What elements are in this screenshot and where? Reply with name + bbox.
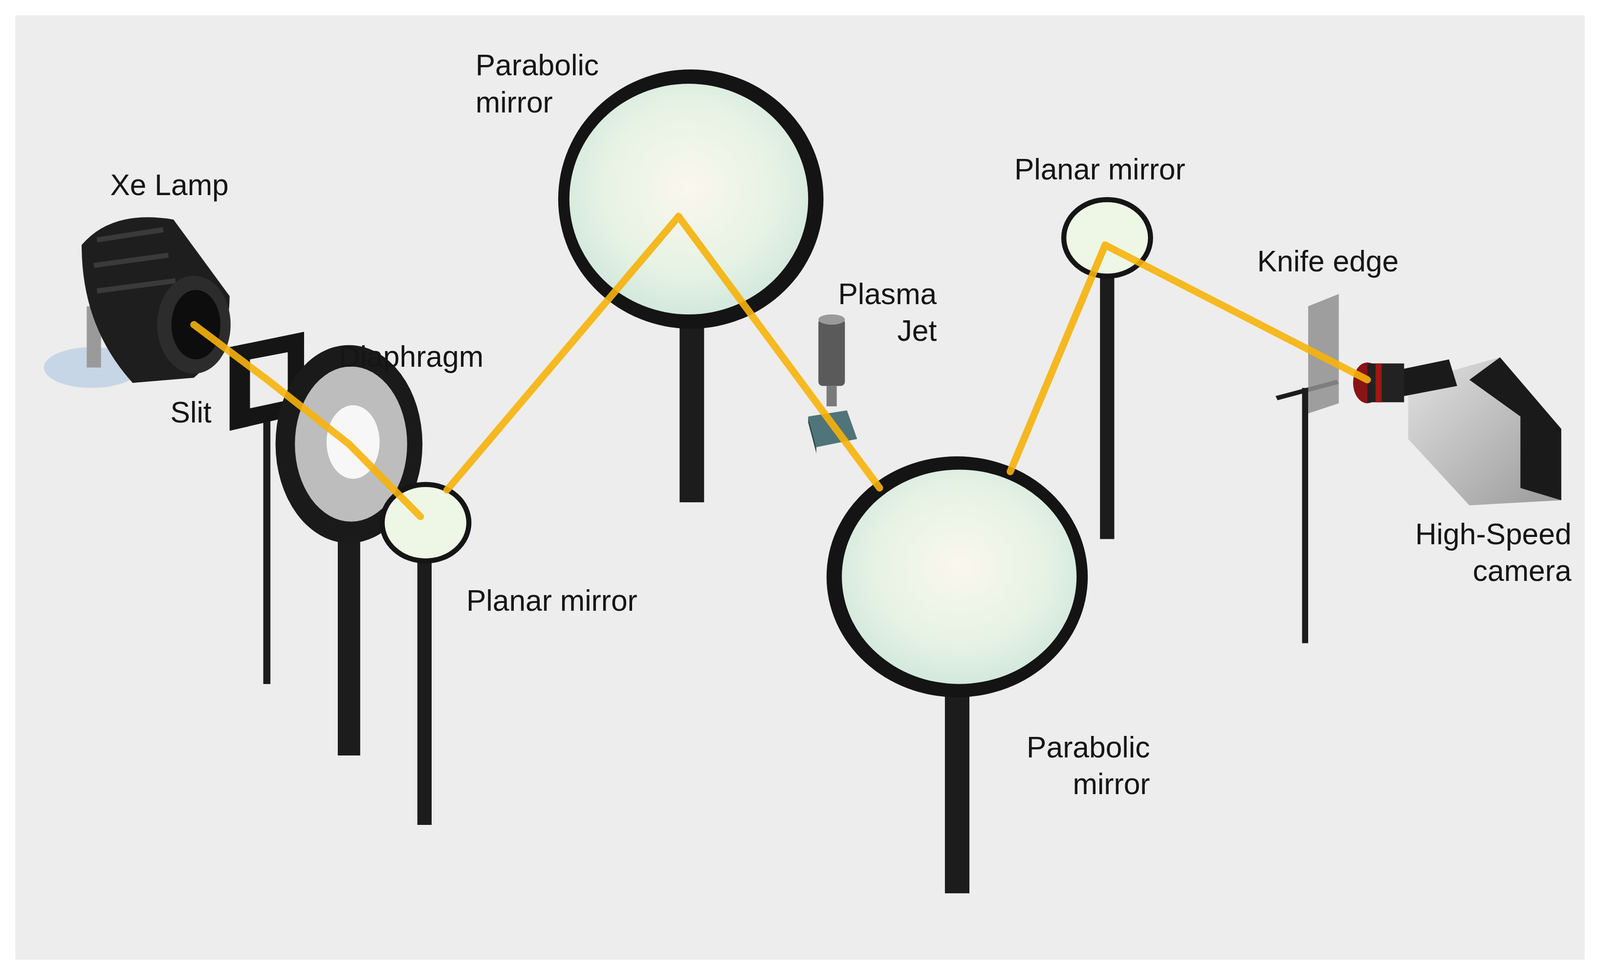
xe-lamp — [43, 217, 231, 388]
part-label: High-Speed camera — [1372, 515, 1572, 589]
parabolic-mirror — [826, 456, 1088, 698]
part-label: Xe Lamp — [109, 166, 314, 203]
part-label: Slit — [170, 394, 242, 431]
part-label: Knife edge — [1257, 242, 1462, 280]
stands — [263, 265, 1339, 894]
part-label: Planar mirror — [1014, 151, 1250, 188]
part-label: Parabolic mirror — [984, 728, 1150, 803]
part-label: Diaphragm — [338, 337, 543, 375]
part-label: Planar mirror — [466, 581, 702, 619]
part-label: Plasma Jet — [816, 275, 937, 350]
background — [15, 15, 1585, 960]
parabolic-mirror — [558, 69, 824, 329]
high-speed-camera — [1353, 357, 1562, 506]
part-label: Parabolic mirror — [475, 46, 639, 121]
light-beam — [194, 216, 1368, 517]
plasma-jet — [808, 314, 857, 454]
